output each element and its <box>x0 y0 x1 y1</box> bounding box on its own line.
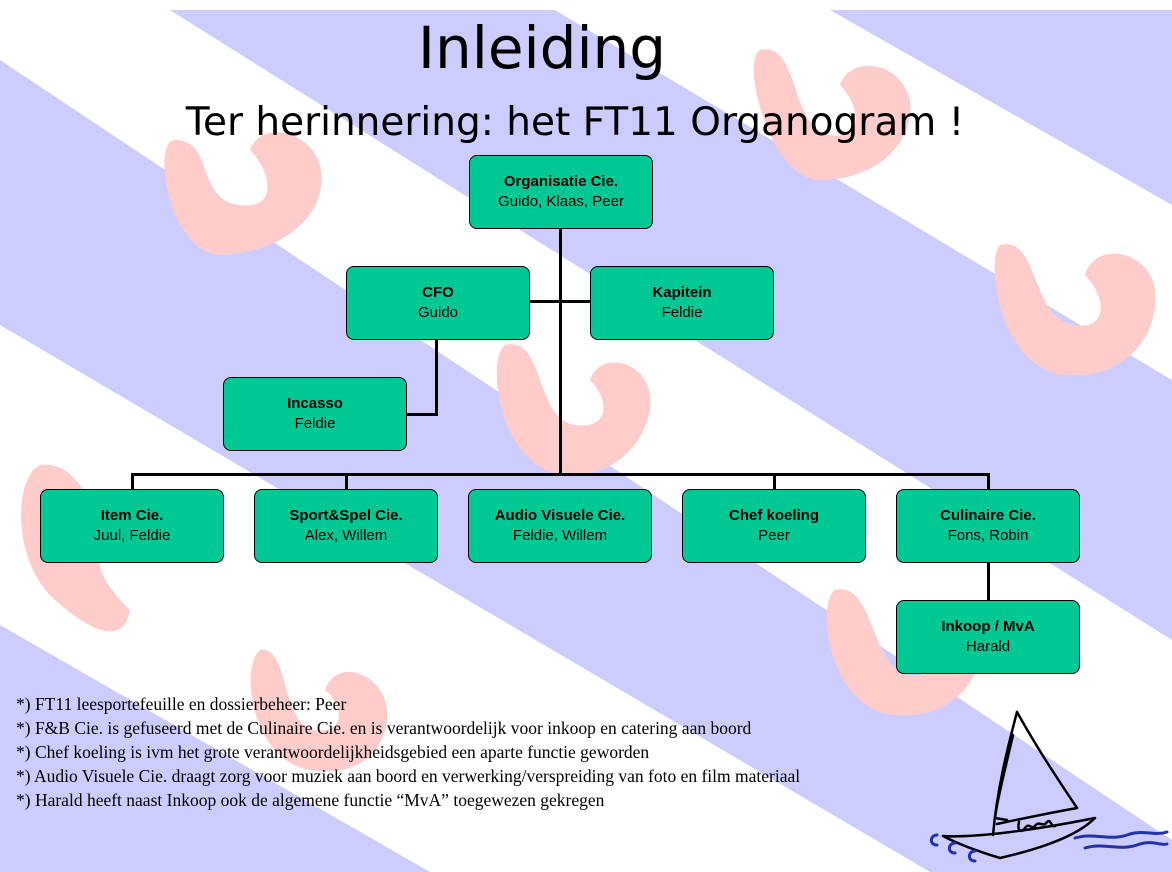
org-box-names: Guido <box>417 304 459 321</box>
connector-line <box>345 473 348 490</box>
org-box-chef: Chef koeling Peer <box>682 489 866 563</box>
org-box-audio: Audio Visuele Cie. Feldie, Willem <box>468 489 652 563</box>
org-box-cfo: CFO Guido <box>346 266 530 340</box>
org-box-names: Alex, Willem <box>304 527 388 544</box>
org-box-names: Fons, Robin <box>947 527 1029 544</box>
org-box-title: Sport&Spel Cie. <box>289 507 403 524</box>
sailboat-logo <box>929 710 1169 863</box>
connector-line <box>131 473 990 476</box>
org-box-culinaire: Culinaire Cie. Fons, Robin <box>896 489 1080 563</box>
org-box-names: Guido, Klaas, Peer <box>498 193 624 210</box>
pompeblad-shape <box>496 344 651 476</box>
org-box-names: Juul, Feldie <box>93 527 171 544</box>
footnote: *) Harald heeft naast Inkoop ook de alge… <box>16 790 605 810</box>
org-box-inkoop: Inkoop / MvA Harald <box>896 600 1080 674</box>
org-box-title: Culinaire Cie. <box>940 507 1036 524</box>
footnote: *) Chef koeling is ivm het grote verantw… <box>16 742 650 762</box>
org-box-title: Organisatie Cie. <box>503 173 619 190</box>
pompeblad-shape <box>753 49 911 181</box>
org-box-kapitein: Kapitein Feldie <box>590 266 774 340</box>
org-box-organisatie: Organisatie Cie. Guido, Klaas, Peer <box>469 155 653 229</box>
footnote: *) FT11 leesportefeuille en dossierbehee… <box>16 694 347 714</box>
org-box-title: Item Cie. <box>100 507 164 524</box>
footnote: *) F&B Cie. is gefuseerd met de Culinair… <box>16 718 752 738</box>
slide-subtitle: Ter herinnering: het FT11 Organogram ! <box>185 100 965 145</box>
org-box-title: Incasso <box>287 395 343 412</box>
org-box-names: Harald <box>965 638 1011 655</box>
org-box-names: Feldie <box>661 304 703 321</box>
org-box-title: Inkoop / MvA <box>941 618 1035 635</box>
org-box-names: Feldie, Willem <box>512 527 608 544</box>
org-box-title: Kapitein <box>652 284 712 301</box>
connector-line <box>987 473 990 490</box>
org-box-title: Audio Visuele Cie. <box>494 507 626 524</box>
org-box-incasso: Incasso Feldie <box>223 377 407 451</box>
footnote: *) Audio Visuele Cie. draagt zorg voor m… <box>16 766 801 786</box>
org-box-title: Chef koeling <box>728 507 819 524</box>
org-box-title: CFO <box>422 284 454 301</box>
slide-title: Inleiding <box>417 14 667 82</box>
connector-line <box>131 473 134 490</box>
org-box-names: Feldie <box>294 415 336 432</box>
connector-line <box>773 473 776 490</box>
connector-line <box>407 413 438 416</box>
pompeblad-shape <box>250 649 388 772</box>
footnotes: *) FT11 leesportefeuille en dossierbehee… <box>16 692 800 812</box>
connector-line <box>529 300 592 303</box>
org-box-sportspel: Sport&Spel Cie. Alex, Willem <box>254 489 438 563</box>
org-box-item: Item Cie. Juul, Feldie <box>40 489 224 563</box>
pompeblad-shape <box>994 244 1156 376</box>
connector-line <box>435 340 438 416</box>
connector-line <box>987 563 990 601</box>
org-box-names: Peer <box>758 527 790 544</box>
pompeblad-shape <box>164 132 322 256</box>
connector-line <box>559 229 562 475</box>
